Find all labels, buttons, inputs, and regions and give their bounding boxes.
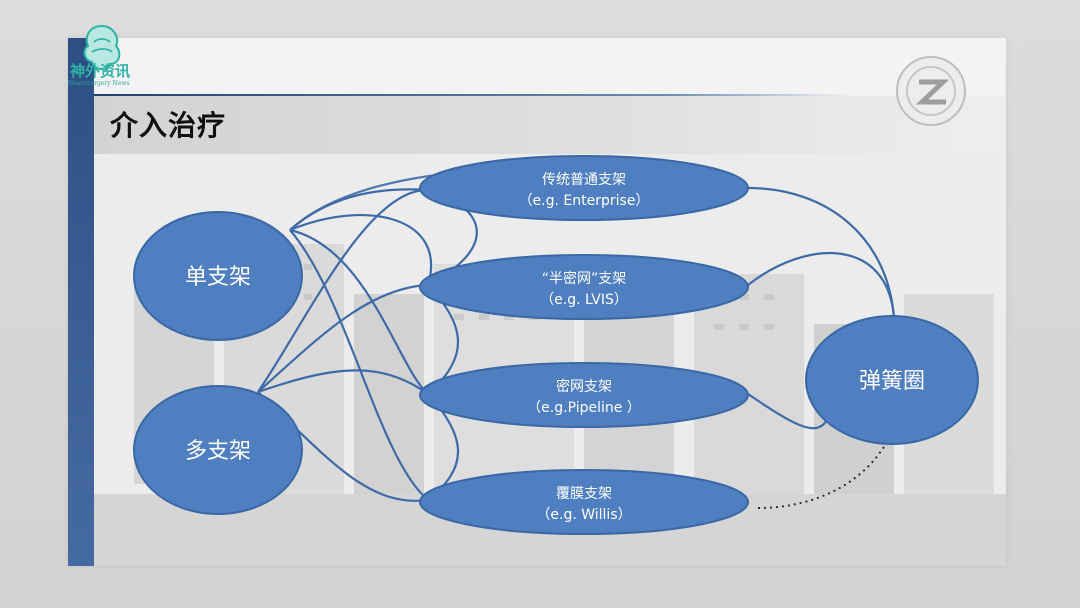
node-semi-dense-stent-line1: “半密网”支架: [542, 270, 627, 287]
university-seal-icon: [896, 56, 966, 126]
slide-title: 介入治疗: [110, 109, 227, 142]
title-band: [94, 96, 1006, 154]
header-rule: [94, 94, 854, 96]
brain-logo-icon: [83, 24, 121, 70]
node-semi-dense-stent-line2: （e.g. LVIS）: [540, 292, 628, 308]
node-coil: 弹簧圈: [805, 315, 979, 445]
dotted-connector: [757, 427, 895, 509]
node-covered-stent-line2: （e.g. Willis）: [536, 507, 631, 523]
node-dense-mesh-stent-line1: 密网支架: [556, 378, 612, 395]
node-covered-stent: 覆膜支架 （e.g. Willis）: [419, 469, 749, 535]
stent-treatment-diagram: 单支架 多支架 弹簧圈 传统普通支架 （e.g. Enterprise） “半密…: [133, 155, 979, 535]
node-single-stent-label: 单支架: [185, 265, 251, 290]
node-covered-stent-line1: 覆膜支架: [556, 486, 612, 502]
node-dense-mesh-stent-line2: （e.g.Pipeline ）: [527, 400, 641, 416]
node-multi-stent: 多支架: [133, 385, 303, 515]
node-dense-mesh-stent: 密网支架 （e.g.Pipeline ）: [419, 362, 749, 428]
node-conventional-stent-line2: （e.g. Enterprise）: [519, 193, 650, 209]
node-single-stent: 单支架: [133, 211, 303, 341]
node-semi-dense-stent: “半密网”支架 （e.g. LVIS）: [419, 254, 749, 320]
slide-left-accent-bar: [68, 38, 94, 566]
presentation-slide: 介入治疗: [68, 38, 1006, 566]
node-conventional-stent-line1: 传统普通支架: [542, 172, 626, 188]
node-multi-stent-label: 多支架: [185, 439, 251, 464]
node-conventional-stent: 传统普通支架 （e.g. Enterprise）: [419, 155, 749, 221]
watermark-subtitle: Neurosurgery News: [68, 80, 130, 87]
watermark-name: 神外资讯: [70, 62, 131, 80]
node-coil-label: 弹簧圈: [859, 369, 925, 394]
